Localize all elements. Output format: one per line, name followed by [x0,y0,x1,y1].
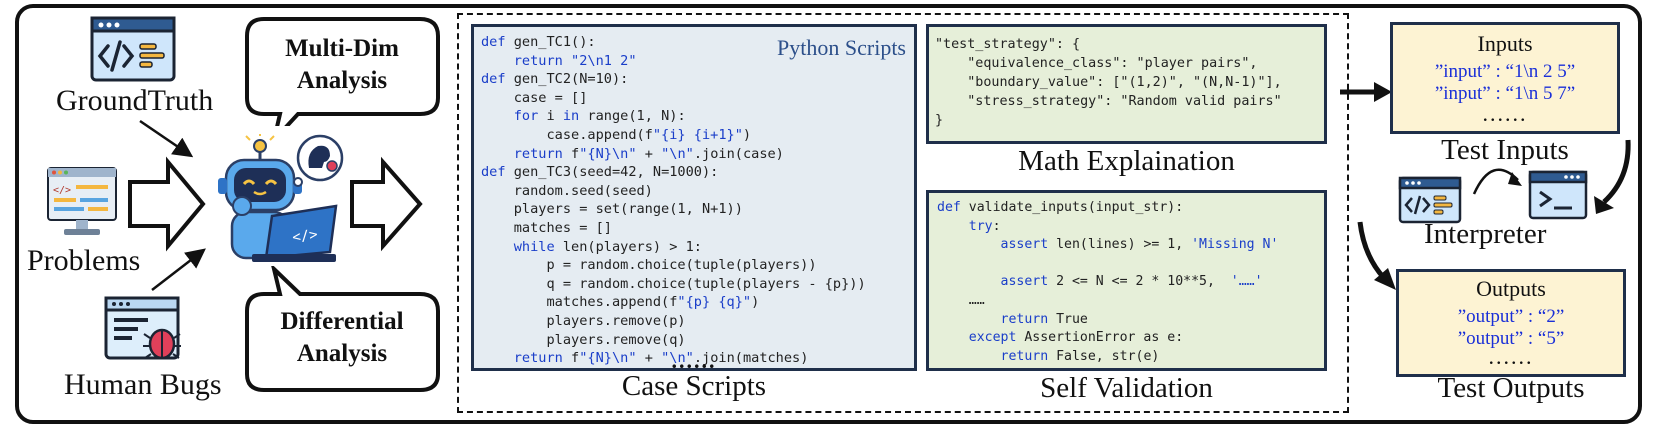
math-code: "test_strategy": { "equivalence_class": … [935,35,1282,130]
outputs-ellipsis: ...... [1488,344,1534,369]
math-code-line: "equivalence_class": "player pairs", [935,56,1258,71]
validation-panel: def validate_inputs(input_str): try: ass… [926,190,1327,371]
math-panel: "test_strategy": { "equivalence_class": … [926,24,1327,144]
multi-dim-line1: Multi-Dim [285,35,399,62]
case-scripts-ellipsis: ...... [671,348,717,373]
case-code-line: random.seed(seed) [481,182,653,199]
case-code-line: case.append(f"{i} {i+1}") [481,126,752,143]
to-inputs-arrow [1340,82,1392,102]
interpreter-to-outputs-arrow [1357,221,1396,290]
validation-code-line [937,255,1278,274]
case-code-line: players = set(range(1, N+1)) [481,201,743,218]
output-line-1: ”output” : “2” [1457,306,1565,327]
outputs-title: Outputs [1476,276,1546,301]
case-code-line: case = [] [481,89,588,106]
output-line-2: ”output” : “5” [1457,328,1565,349]
validation-code: def validate_inputs(input_str): try: ass… [937,199,1278,366]
case-scripts-caption: Case Scripts [621,370,767,402]
interpreter-curve-arrow [1472,168,1522,195]
case-code-line: matches = [] [481,219,612,236]
validation-code-line: def validate_inputs(input_str): [937,200,1184,215]
outputs-box: Outputs ”output” : “2” ”output” : “5” ..… [1396,269,1626,377]
math-code-line: "boundary_value": ["(1,2)", "(N,N-1)"], [935,75,1282,90]
svg-text:</>: </> [291,227,318,246]
validation-code-line: return False, str(e) [1000,348,1160,364]
math-code-line: "test_strategy": { [935,37,1081,52]
groundtruth-arrow [139,119,194,158]
case-code-line: q = random.choice(tuple(players - {p})) [481,275,866,292]
case-code-line: def gen_TC1(): [481,34,596,50]
case-code-line: while len(players) > 1: [513,238,702,255]
robot-laptop-icon: </> [218,134,344,262]
groundtruth-label: GroundTruth [56,84,214,117]
validation-code-line: try: [968,218,1001,234]
case-code-line: players.remove(q) [481,331,686,348]
multi-dim-bubble [245,17,440,126]
terminal-icon [1528,170,1588,220]
validation-code-line: assert len(lines) >= 1, 'Missing N' [1000,237,1279,253]
svg-text:</>: </> [53,185,71,196]
case-code-line: players.remove(p) [481,312,686,329]
case-code-line: def gen_TC3(seed=42, N=1000): [481,164,719,181]
problems-block-arrow [128,156,206,252]
validation-code-line: assert 2 <= N <= 2 * 10**5, '……' [1000,274,1263,290]
interpreter-label: Interpreter [1424,218,1547,250]
left-arrows [128,119,423,291]
inputs-title: Inputs [1477,31,1533,56]
robot-block-arrow [350,156,423,252]
multi-dim-bubble-text: Multi-Dim Analysis [250,33,434,97]
case-code-line: p = random.choice(tuple(players)) [481,257,817,274]
math-code-line: "stress_strategy": "Random valid pairs" [935,94,1282,109]
differential-line2: Analysis [296,340,388,367]
math-code-line: } [935,113,944,128]
case-code-line: def gen_TC2(N=10): [481,71,629,88]
diagram-frame [15,4,1642,424]
case-code-line: matches.append(f"{p} {q}") [481,294,760,311]
code-window-icon [90,16,176,82]
case-code-line: return "2\n1 2" [513,52,637,69]
case-code-line: return f"{N}\n" + "\n".join(matches) [513,350,809,367]
differential-bubble [245,266,440,392]
input-line-1: ”input” : “1\n 2 5” [1434,61,1576,82]
dashed-group [457,13,1349,413]
case-scripts-code: def gen_TC1(): return "2\n1 2" def gen_TC… [481,33,866,368]
human-bugs-arrow [151,248,206,291]
differential-bubble-text: Differential Analysis [250,306,434,370]
human-bugs-label: Human Bugs [64,368,222,401]
inputs-to-interpreter-arrow [1594,139,1631,214]
python-scripts-tag: Python Scripts [777,35,906,60]
problems-label: Problems [27,244,141,277]
multi-dim-line2: Analysis [296,67,388,94]
case-scripts-panel: Python Scripts def gen_TC1(): return "2\… [471,24,917,373]
math-caption: Math Explaination [1018,145,1235,177]
validation-code-line: return True [1000,311,1088,327]
input-line-2: ”input” : “1\n 5 7” [1434,83,1576,104]
inputs-box: Inputs ”input” : “1\n 2 5” ”input” : “1\… [1390,22,1620,134]
interpreter-code-icon [1398,176,1462,224]
monitor-icon: </> [47,167,117,235]
validation-code-line: …… [937,292,985,308]
case-code-line: for i in range(1, N): [513,108,686,125]
case-code-line: return f"{N}\n" + "\n".join(case) [513,145,784,162]
validation-code-line: except AssertionError as e: [968,330,1184,346]
differential-line1: Differential [280,308,404,335]
bug-window-icon [104,296,181,360]
test-outputs-caption: Test Outputs [1437,372,1585,404]
validation-caption: Self Validation [1040,372,1213,404]
inputs-ellipsis: ...... [1482,101,1528,126]
test-inputs-caption: Test Inputs [1441,134,1569,166]
